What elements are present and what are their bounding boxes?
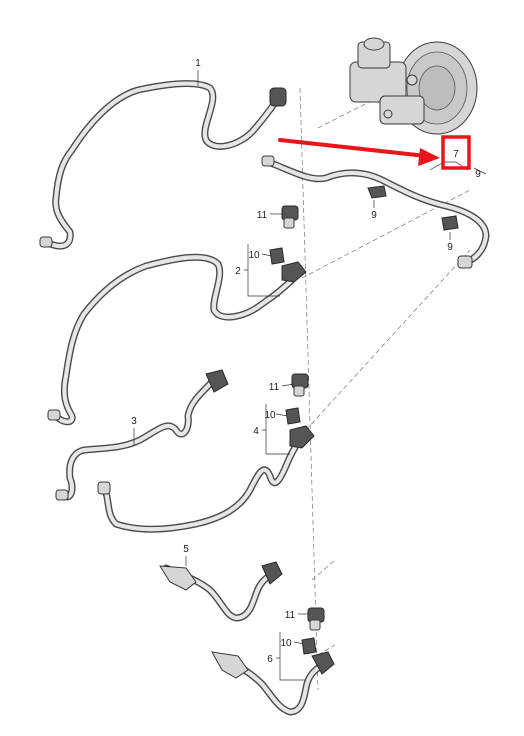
hose-6 xyxy=(211,651,335,716)
callout-10-b: 10 xyxy=(264,410,276,421)
callout-9-c: 9 xyxy=(475,169,481,180)
hose-3 xyxy=(55,369,229,501)
clip-10-a xyxy=(269,247,285,265)
callout-11-b: 11 xyxy=(269,382,280,393)
hose-1-connector xyxy=(269,87,287,107)
sensor-11-b xyxy=(291,373,309,397)
callout-2: 2 xyxy=(235,266,241,277)
hose-7 xyxy=(261,155,490,269)
highlight-box xyxy=(441,135,471,170)
callout-11-c: 11 xyxy=(285,610,296,621)
hose-2 xyxy=(47,253,307,426)
callout-5: 5 xyxy=(183,544,189,555)
hose-5 xyxy=(159,561,283,622)
sensor-11-c xyxy=(307,607,325,631)
clip-10-c xyxy=(301,637,317,655)
clip-10-b xyxy=(285,407,301,425)
clip-9-b xyxy=(441,215,459,231)
hose-4 xyxy=(97,425,315,533)
clip-9-a xyxy=(367,185,387,199)
callout-3: 3 xyxy=(131,416,137,427)
hose-1 xyxy=(39,80,287,250)
sensor-11-a xyxy=(281,205,299,229)
hose-1-end-fitting xyxy=(39,236,53,248)
callout-10-c: 10 xyxy=(280,638,292,649)
callout-6: 6 xyxy=(267,654,273,665)
callout-9-a: 9 xyxy=(371,210,377,221)
callout-1: 1 xyxy=(195,58,201,69)
callout-4: 4 xyxy=(253,426,259,437)
callout-11-a: 11 xyxy=(257,210,268,221)
highlight-arrow xyxy=(278,138,440,166)
callout-9-b: 9 xyxy=(447,242,453,253)
callout-10-a: 10 xyxy=(248,250,260,261)
brake-booster-assembly xyxy=(349,37,478,135)
callout-7: 7 xyxy=(453,149,459,160)
leader-lines xyxy=(133,70,487,681)
